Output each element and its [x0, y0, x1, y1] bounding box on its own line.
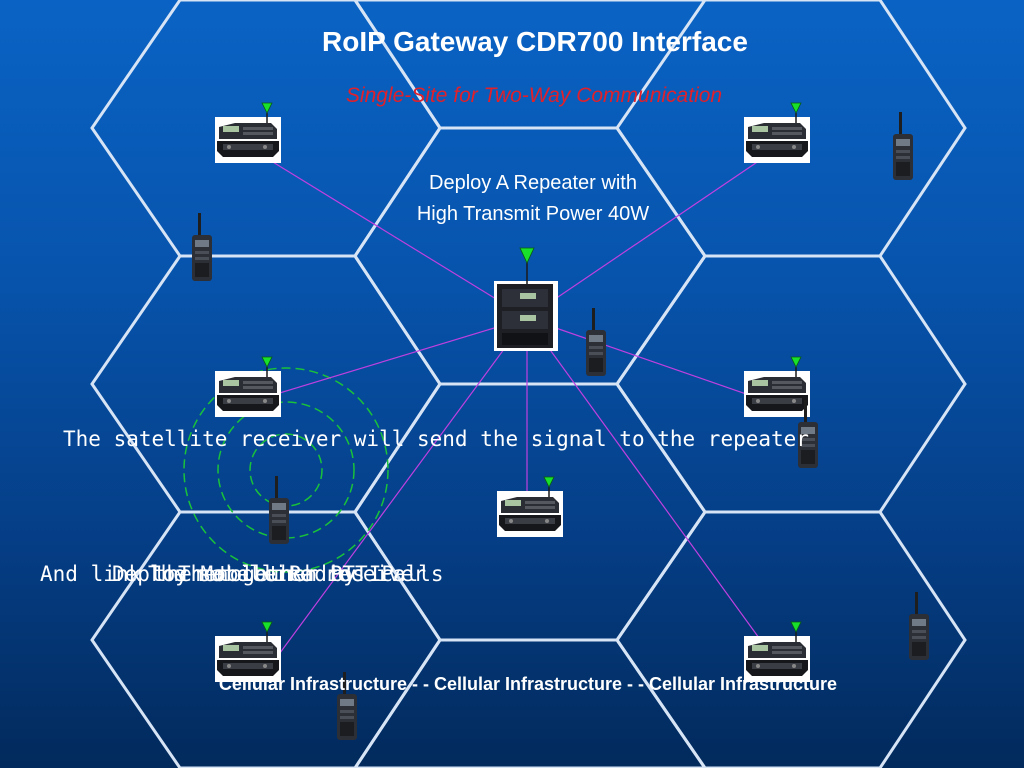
link-lines	[249, 147, 776, 681]
overlap-caption-ptt: Then launch PTT calls	[178, 562, 444, 586]
repeater-caption-line2: High Transmit Power 40W	[416, 203, 650, 225]
handheld-radio-icon	[586, 308, 606, 376]
mobile-radio-icon	[743, 356, 811, 418]
handheld-radio-icon	[909, 592, 929, 660]
mobile-radio-icon	[743, 102, 811, 164]
satellite-note: The satellite receiver will send the sig…	[63, 427, 809, 451]
overlapping-captions: And link them together by IP Deploy Mobi…	[40, 562, 500, 596]
overlap-caption-deploy-mobile: Deploy Mobile Radios	[112, 562, 365, 586]
overlap-caption-link-ip: And link them together by IP	[40, 562, 395, 586]
cellular-infrastructure-label: Cellular Infrastructure - - Cellular Inf…	[218, 674, 838, 694]
hexagon-grid	[90, 0, 967, 768]
overlap-caption-satellite: The satellite receiver	[148, 562, 427, 586]
mobile-radio-icon	[214, 356, 282, 418]
page-subtitle: Single-Site for Two-Way Communication	[345, 84, 723, 107]
handheld-radio-icon	[269, 476, 289, 544]
page-title: RoIP Gateway CDR700 Interface	[322, 26, 748, 57]
mobile-radio-icon	[496, 476, 564, 538]
repeater-icon	[493, 247, 559, 352]
handheld-radio-icon	[893, 112, 913, 180]
mobile-radio-icon	[214, 102, 282, 164]
mobile-radio-icon	[214, 621, 282, 683]
repeater-caption-line1: Deploy A Repeater with	[429, 172, 637, 194]
